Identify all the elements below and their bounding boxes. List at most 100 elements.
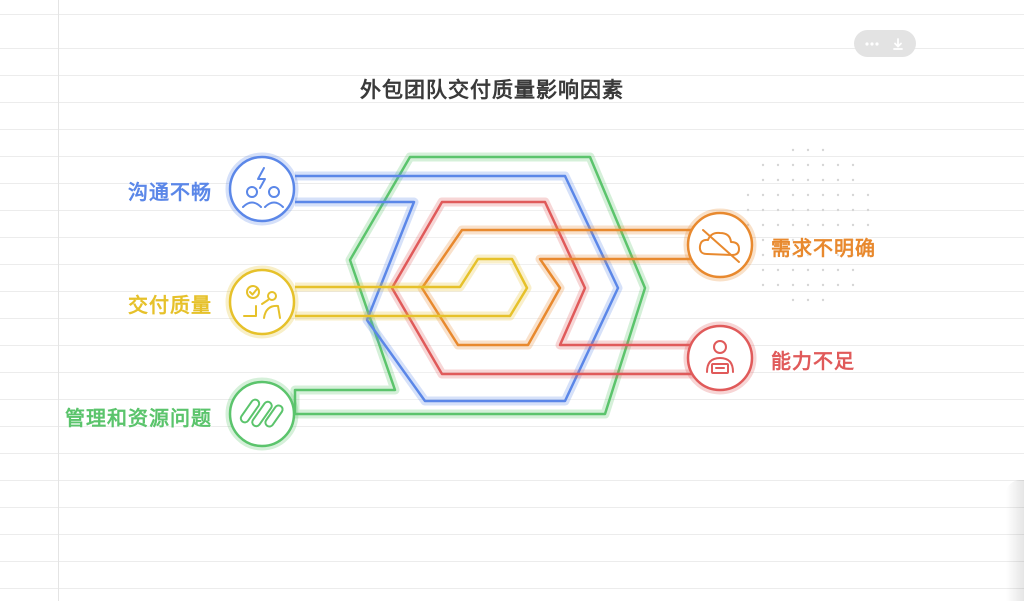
decor-dot bbox=[851, 223, 855, 227]
ellipsis-icon bbox=[865, 41, 879, 46]
decor-dot bbox=[791, 223, 795, 227]
decor-dot bbox=[806, 283, 810, 287]
people-conflict-icon bbox=[242, 167, 284, 208]
decor-dot bbox=[851, 253, 855, 257]
decor-dot bbox=[866, 238, 870, 242]
download-button[interactable] bbox=[889, 35, 907, 53]
decor-dot bbox=[761, 163, 765, 167]
decor-dot bbox=[821, 163, 825, 167]
diagram-title: 外包团队交付质量影响因素 bbox=[360, 78, 624, 102]
decor-dot bbox=[821, 283, 825, 287]
decor-dot bbox=[836, 193, 840, 197]
dot-pattern bbox=[746, 148, 870, 302]
node-insufficient-capability[interactable] bbox=[683, 321, 757, 395]
decor-dot bbox=[851, 178, 855, 182]
decor-dot bbox=[866, 193, 870, 197]
decor-dot bbox=[761, 283, 765, 287]
decor-dot bbox=[791, 238, 795, 242]
decor-dot bbox=[791, 163, 795, 167]
decor-dot bbox=[851, 283, 855, 287]
decor-dot bbox=[836, 178, 840, 182]
decor-dot bbox=[851, 268, 855, 272]
decor-dot bbox=[806, 238, 810, 242]
decor-dot bbox=[776, 238, 780, 242]
decor-dot bbox=[806, 178, 810, 182]
decor-dot bbox=[821, 178, 825, 182]
decor-dot bbox=[791, 253, 795, 257]
decor-dot bbox=[836, 208, 840, 212]
decor-dot bbox=[776, 268, 780, 272]
decor-dot bbox=[866, 208, 870, 212]
decor-dot bbox=[761, 253, 765, 257]
decor-dot bbox=[776, 163, 780, 167]
decor-dot bbox=[776, 178, 780, 182]
decor-dot bbox=[836, 268, 840, 272]
decor-dot bbox=[821, 298, 825, 302]
resource-bars-icon bbox=[239, 398, 284, 428]
decor-dot bbox=[851, 208, 855, 212]
decor-dot bbox=[776, 193, 780, 197]
decor-dot bbox=[761, 268, 765, 272]
decor-dot bbox=[851, 193, 855, 197]
decor-dot bbox=[806, 298, 810, 302]
decor-dot bbox=[821, 223, 825, 227]
label-delivery-quality: 交付质量 bbox=[128, 293, 212, 317]
node-communication[interactable] bbox=[225, 152, 299, 226]
decor-dot bbox=[761, 193, 765, 197]
label-management-resources: 管理和资源问题 bbox=[65, 406, 212, 430]
decor-dot bbox=[836, 238, 840, 242]
decor-dot bbox=[776, 283, 780, 287]
decor-dot bbox=[836, 253, 840, 257]
decor-dot bbox=[761, 238, 765, 242]
decor-dot bbox=[806, 223, 810, 227]
decor-dot bbox=[746, 193, 750, 197]
decor-dot bbox=[776, 208, 780, 212]
decor-dot bbox=[836, 283, 840, 287]
decor-dot bbox=[821, 238, 825, 242]
cloud-blocked-icon bbox=[698, 229, 740, 263]
decor-dot bbox=[806, 163, 810, 167]
label-communication: 沟通不畅 bbox=[128, 180, 212, 204]
decor-dot bbox=[791, 298, 795, 302]
decor-dot bbox=[866, 223, 870, 227]
decor-dot bbox=[761, 178, 765, 182]
decor-dot bbox=[836, 223, 840, 227]
node-delivery-quality[interactable] bbox=[225, 265, 299, 339]
decor-dot bbox=[821, 193, 825, 197]
person-skill-icon bbox=[706, 340, 734, 374]
decor-dot bbox=[776, 253, 780, 257]
node-management-resources[interactable] bbox=[225, 377, 299, 451]
decor-dot bbox=[776, 223, 780, 227]
more-options-button[interactable] bbox=[863, 35, 881, 53]
decor-dot bbox=[806, 148, 810, 152]
label-insufficient-capability: 能力不足 bbox=[771, 349, 855, 373]
label-unclear-requirements: 需求不明确 bbox=[771, 236, 876, 260]
decor-dot bbox=[866, 253, 870, 257]
decor-dot bbox=[821, 253, 825, 257]
decor-dot bbox=[791, 268, 795, 272]
decor-dot bbox=[791, 148, 795, 152]
decor-dot bbox=[851, 238, 855, 242]
decor-dot bbox=[761, 223, 765, 227]
download-icon bbox=[893, 37, 903, 50]
decor-dot bbox=[821, 268, 825, 272]
decor-dot bbox=[746, 223, 750, 227]
decor-dot bbox=[746, 208, 750, 212]
decor-dot bbox=[791, 193, 795, 197]
decor-dot bbox=[761, 208, 765, 212]
decor-dot bbox=[806, 253, 810, 257]
decor-dot bbox=[806, 193, 810, 197]
notebook-margin-line bbox=[58, 0, 59, 601]
decor-dot bbox=[836, 163, 840, 167]
decor-dot bbox=[806, 208, 810, 212]
decor-dot bbox=[791, 178, 795, 182]
decor-dot bbox=[791, 283, 795, 287]
decor-dot bbox=[821, 208, 825, 212]
node-unclear-requirements[interactable] bbox=[683, 208, 757, 282]
decor-dot bbox=[791, 208, 795, 212]
quality-check-icon bbox=[243, 285, 281, 319]
decor-dot bbox=[806, 268, 810, 272]
page-edge-shadow bbox=[1006, 480, 1024, 601]
